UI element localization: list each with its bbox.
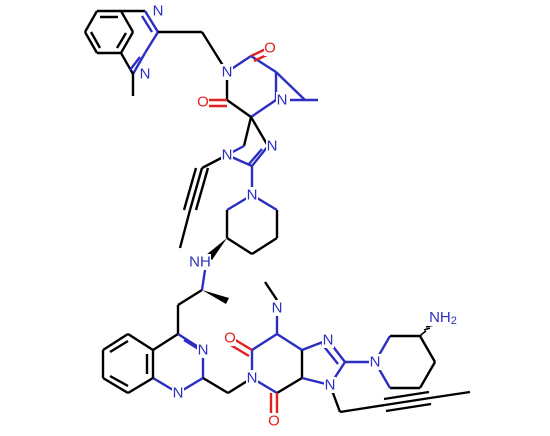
atom-n-lower-xanthine-3: N <box>272 300 283 317</box>
atom-o-lower-xanthine-6: O <box>268 413 280 430</box>
atom-n-lower-xanthine-9: N <box>323 332 334 349</box>
atom-n-lower-quinazoline-2: N <box>173 385 184 402</box>
atom-n-lower-xanthine-7: N <box>325 377 336 394</box>
atom-labels: N N N O N O N N N NH N N O N N O <box>139 3 462 430</box>
atom-n-upper-xanthine-3: N <box>277 92 288 109</box>
atom-n-upper-piperidine: N <box>247 187 258 204</box>
atom-o-upper-xanthine-6: O <box>197 94 209 111</box>
atom-nh2-main: NH <box>429 309 451 326</box>
atom-nh-linker: NH <box>189 254 211 271</box>
atom-n-lower-quinazoline-1: N <box>198 342 209 359</box>
stereo-bonds <box>200 238 435 337</box>
atom-n-upper-quinazoline-1: N <box>153 3 164 20</box>
atom-o-lower-xanthine-2: O <box>224 330 236 347</box>
atom-n-upper-xanthine-1: N <box>222 64 233 81</box>
atom-o-upper-xanthine-1: O <box>264 40 276 57</box>
atom-nh2: NH2 <box>429 309 457 328</box>
atom-nh2-subscript: 2 <box>451 315 457 327</box>
atom-n-lower-xanthine-1: N <box>247 370 258 387</box>
atom-n-lower-piperidine: N <box>370 354 381 371</box>
atom-n-upper-quinazoline-2: N <box>140 66 151 83</box>
atom-n-upper-xanthine-7: N <box>222 147 233 164</box>
atom-n-upper-xanthine-9: N <box>267 138 278 155</box>
